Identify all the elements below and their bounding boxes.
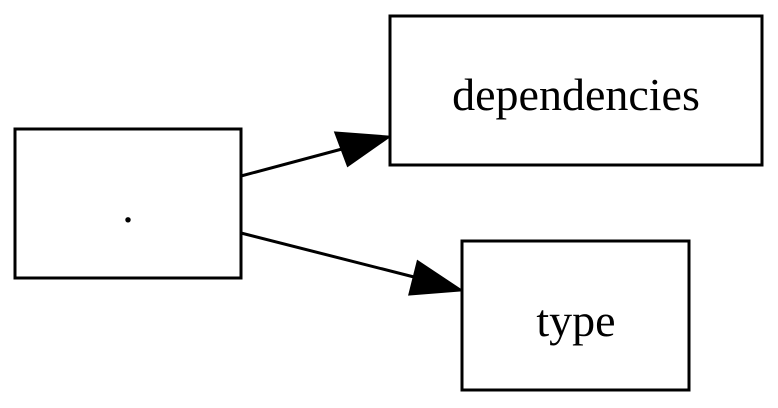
node-type-label: type <box>536 295 615 346</box>
edge-root-to-dependencies <box>240 131 393 178</box>
edge-line-root-dependencies <box>240 147 343 178</box>
node-dependencies[interactable]: dependencies <box>388 14 764 167</box>
node-root-box <box>13 127 243 280</box>
node-type-box <box>460 239 691 392</box>
node-dependencies-box <box>388 14 764 167</box>
node-dependencies-label: dependencies <box>452 69 700 120</box>
node-root-label: . <box>122 181 134 232</box>
node-root[interactable]: . <box>13 127 243 280</box>
arrowhead-type <box>408 259 465 296</box>
edge-line-root-type <box>240 231 415 279</box>
node-type[interactable]: type <box>460 239 691 392</box>
edge-root-to-type <box>240 231 465 296</box>
arrowhead-dependencies <box>333 131 393 168</box>
